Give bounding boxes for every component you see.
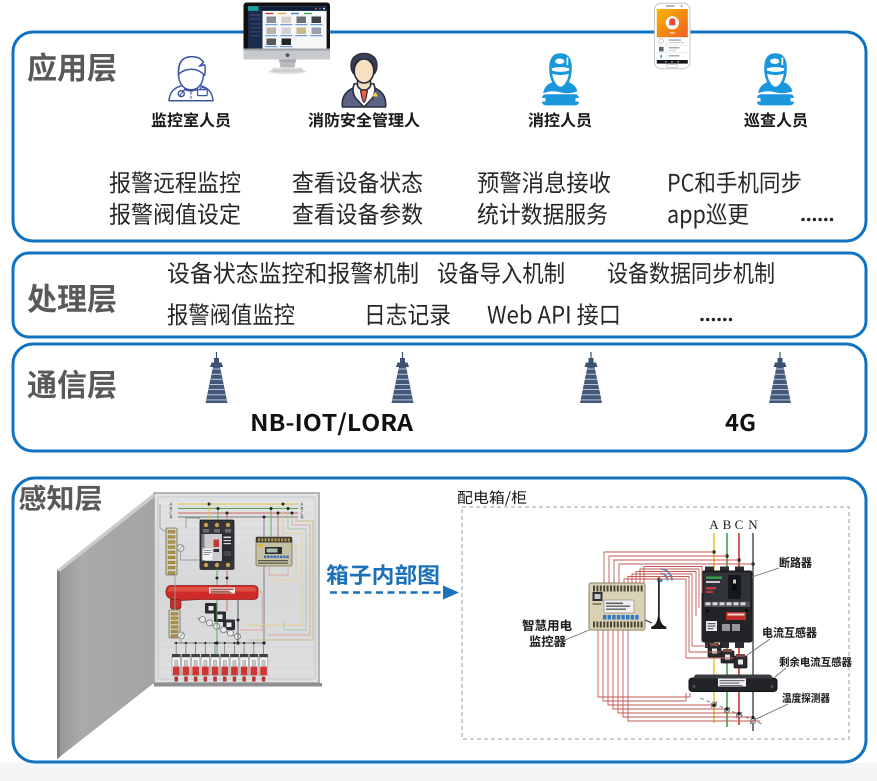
svg-text:B: B	[723, 517, 732, 532]
svg-text:A: A	[709, 517, 719, 532]
svg-text:N: N	[748, 517, 758, 532]
svg-text:C: C	[735, 517, 744, 532]
